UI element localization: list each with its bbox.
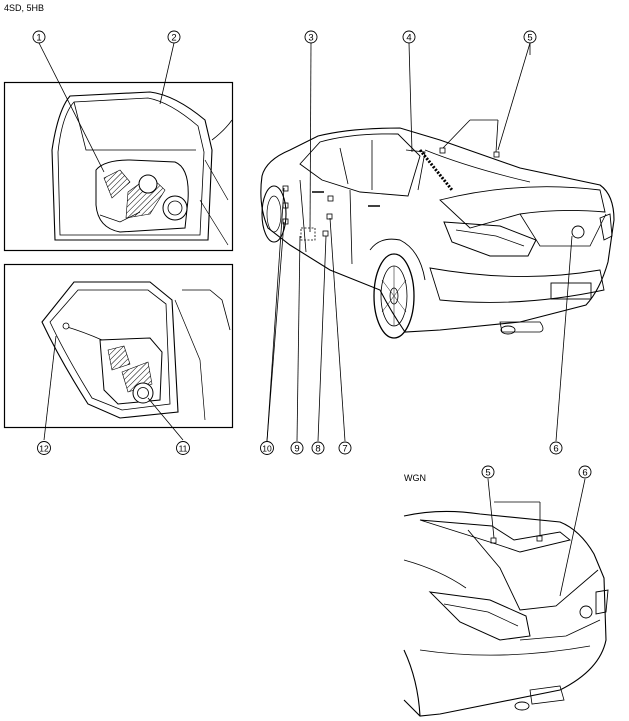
rear-wheel — [373, 253, 415, 339]
sedan-body-outline — [260, 127, 615, 333]
callout-wgn-5: 5 — [481, 465, 495, 479]
callout-10: 10 — [260, 441, 274, 455]
callout-3-label: 3 — [308, 33, 313, 44]
callout-6-label: 6 — [553, 444, 558, 455]
callout-7: 7 — [338, 441, 352, 455]
rear-door-inset — [3, 263, 234, 441]
callout-2: 2 — [167, 30, 181, 44]
callout-11-label: 11 — [179, 444, 188, 454]
callout-7-label: 7 — [342, 444, 347, 455]
callout-2-label: 2 — [171, 33, 176, 44]
wagon-rear-view — [403, 478, 609, 717]
callout-wgn-5-label: 5 — [485, 468, 490, 479]
callout-1-label: 1 — [36, 33, 41, 44]
callout-11: 11 — [176, 441, 190, 455]
callout-6: 6 — [549, 441, 563, 455]
sedan-rear-view — [260, 42, 615, 442]
callout-5: 5 — [523, 30, 537, 44]
front-door-outline — [51, 91, 213, 241]
rear-door-outline — [41, 281, 179, 419]
front-door-inset — [3, 42, 234, 252]
callout-1: 1 — [32, 30, 46, 44]
callout-8: 8 — [311, 441, 325, 455]
callout-9-label: 9 — [294, 444, 299, 455]
callout-8-label: 8 — [315, 444, 320, 455]
callout-wgn-6-label: 6 — [582, 468, 587, 479]
front-wheel — [261, 185, 287, 243]
callout-3: 3 — [304, 30, 318, 44]
callout-12: 12 — [37, 441, 51, 455]
callout-4-label: 4 — [406, 33, 411, 44]
variant-label-4sd-5hb: 4SD, 5HB — [4, 3, 45, 13]
callout-wgn-6: 6 — [578, 465, 592, 479]
callout-4: 4 — [402, 30, 416, 44]
variant-label-wgn: WGN — [404, 473, 426, 483]
callout-10-label: 10 — [262, 444, 272, 454]
wagon-body-outline — [403, 510, 607, 717]
callout-9: 9 — [290, 441, 304, 455]
callout-5-label: 5 — [527, 33, 532, 44]
callout-12-label: 12 — [39, 444, 49, 454]
